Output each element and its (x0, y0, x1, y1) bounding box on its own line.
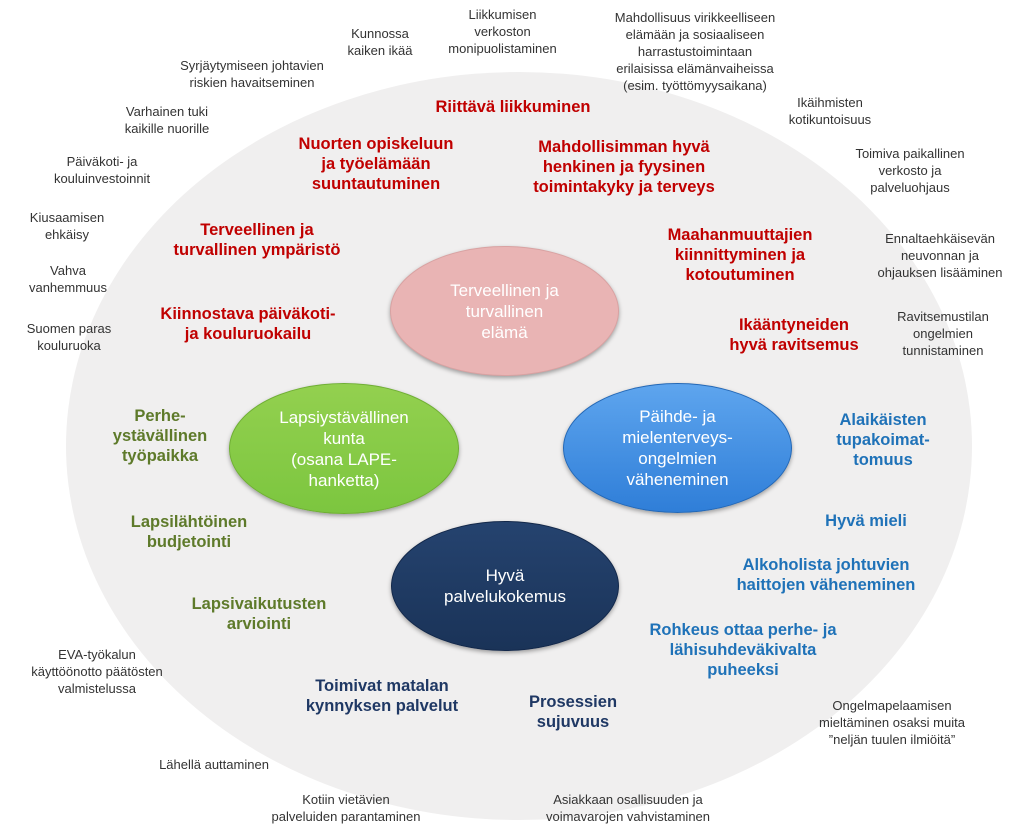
goal-label: Kiinnostava päiväkoti- ja kouluruokailu (160, 305, 336, 343)
hub-healthy-safe-life: Terveellinen ja turvallinen elämä (390, 246, 619, 376)
hub-label: Lapsiystävällinen kunta (osana LAPE- han… (279, 407, 409, 490)
hub-substance-mental-health: Päihde- ja mielenterveys- ongelmien vähe… (563, 383, 792, 513)
outer-label: EVA-työkalun käyttöönotto päätösten valm… (31, 647, 163, 696)
hub-child-friendly-municipality: Lapsiystävällinen kunta (osana LAPE- han… (229, 383, 459, 514)
outer-label: Lähellä auttaminen (159, 757, 269, 772)
goal-label: Perhe- ystävällinen työpaikka (112, 407, 208, 465)
goal-label: Lapsilähtöinen budjetointi (130, 513, 248, 551)
hub-label: Hyvä palvelukokemus (444, 566, 566, 606)
goal-label: Hyvä mieli (825, 512, 907, 530)
outer-label: Kiusaamisen ehkäisy (29, 210, 105, 242)
goal-label: Alaikäisten tupakoimat- tomuus (836, 411, 930, 469)
outer-label: Toimiva paikallinen verkosto ja palveluo… (855, 146, 965, 195)
outer-label: Liikkumisen verkoston monipuolistaminen (448, 7, 557, 56)
goal-label: Ikääntyneiden hyvä ravitsemus (729, 316, 859, 354)
outer-label: Ikäihmisten kotikuntoisuus (788, 95, 872, 127)
outer-label: Päiväkoti- ja kouluinvestoinnit (53, 154, 151, 186)
outer-label: Ongelmapelaamisen mieltäminen osaksi mui… (819, 698, 965, 747)
background-ellipse (66, 72, 972, 820)
hub-label: Terveellinen ja turvallinen elämä (450, 280, 559, 342)
goal-label: Mahdollisimman hyvä henkinen ja fyysinen… (533, 138, 715, 196)
goal-label: Toimivat matalan kynnyksen palvelut (305, 677, 459, 715)
outer-label: Varhainen tuki kaikille nuorille (124, 104, 210, 136)
goal-label: Rohkeus ottaa perhe- ja lähisuhdeväkival… (649, 621, 837, 679)
outer-label: Asiakkaan osallisuuden ja voimavarojen v… (545, 792, 711, 824)
goal-label: Nuorten opiskeluun ja työelämään suuntau… (298, 135, 454, 193)
outer-label: Kotiin vietävien palveluiden parantamine… (271, 792, 421, 824)
goal-label: Prosessien sujuvuus (528, 693, 618, 731)
goal-label: Alkoholista johtuvien haittojen vähenemi… (736, 556, 916, 594)
outer-label: Ennaltaehkäisevän neuvonnan ja ohjauksen… (877, 231, 1003, 280)
hub-label: Päihde- ja mielenterveys- ongelmien vähe… (622, 407, 733, 489)
goal-label: Maahanmuuttajien kiinnittyminen ja kotou… (667, 226, 813, 284)
outer-label: Suomen paras kouluruoka (26, 321, 112, 353)
goal-label: Lapsivaikutusten arviointi (191, 595, 327, 633)
outer-label: Syrjäytymiseen johtavien riskien havaits… (180, 58, 324, 90)
outer-label: Kunnossa kaiken ikää (347, 26, 413, 58)
outer-label: Vahva vanhemmuus (28, 263, 108, 295)
outer-label: Mahdollisuus virikkeelliseen elämään ja … (614, 10, 776, 93)
outer-label: Ravitsemustilan ongelmien tunnistaminen (897, 309, 989, 358)
goal-label: Terveellinen ja turvallinen ympäristö (173, 221, 341, 259)
hub-good-service-experience: Hyvä palvelukokemus (391, 521, 619, 651)
goal-label: Riittävä liikkuminen (435, 98, 591, 116)
